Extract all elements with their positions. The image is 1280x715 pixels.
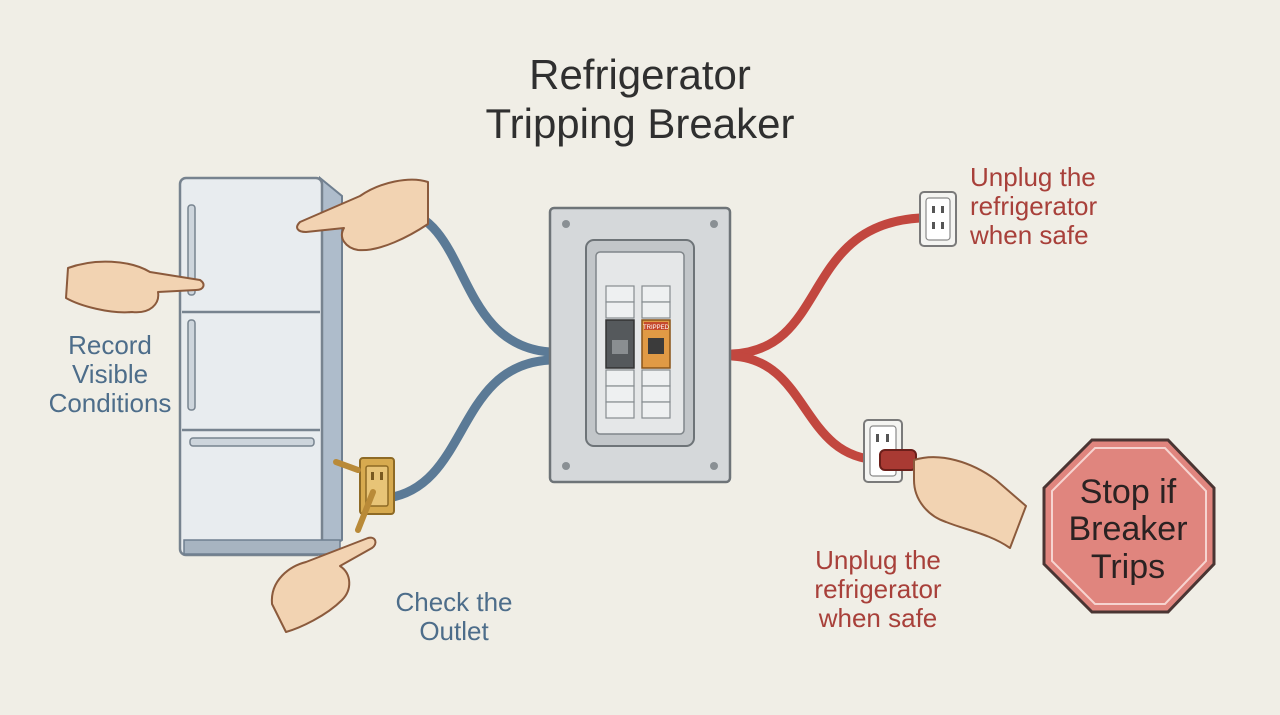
record-label-line-1: Record [68, 330, 152, 360]
outlet-icon [333, 457, 395, 533]
hand-icon [913, 456, 1027, 549]
record-conditions-label: Record Visible Conditions [40, 330, 180, 419]
red-wire-bottom [727, 351, 885, 465]
stop-sign-label: Stop if Breaker Trips [1040, 473, 1216, 586]
unplug-bottom-label: Unplug the refrigerator when safe [800, 545, 956, 634]
title-line-1: Refrigerator [529, 51, 751, 98]
blue-wire-bottom [383, 355, 555, 503]
unplug-bottom-line-1: Unplug the [815, 545, 941, 575]
red-wire-top [727, 213, 925, 359]
stop-sign-line-2: Breaker [1068, 510, 1188, 549]
unplug-top-line-3: when safe [970, 220, 1089, 251]
blue-wires [383, 205, 555, 503]
unplug-top-label: Unplug the refrigerator when safe [970, 162, 1120, 251]
blue-wire-top [395, 205, 555, 357]
check-label-line-1: Check the [395, 587, 513, 617]
record-label-line-2: Visible [71, 359, 149, 390]
unplug-bottom-line-2: refrigerator [814, 574, 942, 605]
check-label-line-2: Outlet [419, 616, 489, 647]
red-wires [727, 213, 925, 465]
breaker-tag: TRIPPED [643, 325, 670, 331]
check-outlet-label: Check the Outlet [384, 587, 524, 647]
record-label-line-3: Conditions [48, 388, 172, 419]
unplug-top-line-2: refrigerator [970, 191, 1098, 222]
breaker-panel-icon: TRIPPED [548, 206, 732, 484]
page-title: Refrigerator Tripping Breaker [440, 50, 840, 148]
stop-sign-line-1: Stop if [1079, 473, 1177, 511]
refrigerator-icon [178, 175, 343, 557]
outlet-icon [919, 191, 957, 247]
stop-sign-line-3: Trips [1090, 547, 1166, 586]
stop-sign-icon [1042, 438, 1216, 614]
plug-icon [879, 449, 917, 471]
hand-icon [65, 178, 429, 633]
unplug-bottom-line-3: when safe [818, 603, 938, 634]
unplug-top-line-1: Unplug the [970, 162, 1096, 192]
title-line-2: Tripping Breaker [485, 100, 795, 148]
